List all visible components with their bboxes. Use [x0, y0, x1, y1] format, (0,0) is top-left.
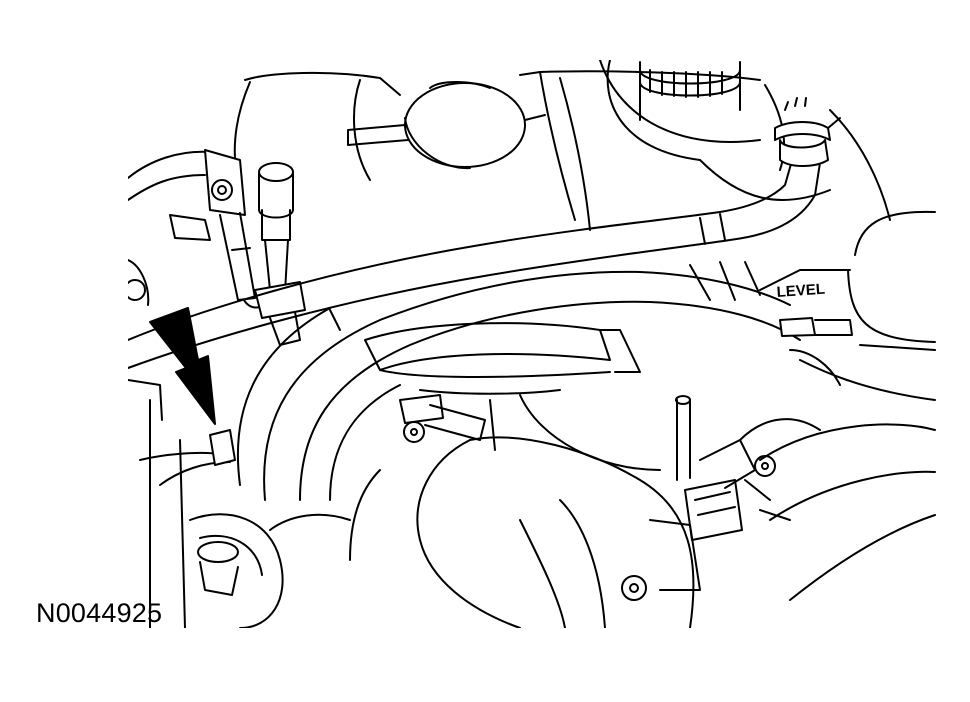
hose-connector	[254, 162, 306, 346]
diagonal-tube	[128, 149, 823, 369]
pointer-arrow-icon	[149, 307, 216, 425]
intake-manifold	[364, 322, 661, 471]
fluid-level-label: LEVEL	[776, 281, 825, 301]
sensor-lower-left	[139, 399, 284, 628]
left-bracket	[128, 149, 269, 309]
engine-background	[233, 60, 891, 231]
bolt-center-left	[399, 394, 486, 443]
curved-hose	[236, 269, 936, 501]
reservoir-cap	[347, 81, 546, 170]
left-edge-housing	[128, 259, 163, 421]
oil-filter-housing	[606, 60, 741, 161]
coolant-reservoir	[689, 210, 936, 351]
figure-id: N0044925	[36, 598, 163, 628]
hose-clamp	[774, 97, 841, 167]
lower-engine-block	[269, 423, 936, 628]
electrical-connectors	[649, 395, 821, 591]
